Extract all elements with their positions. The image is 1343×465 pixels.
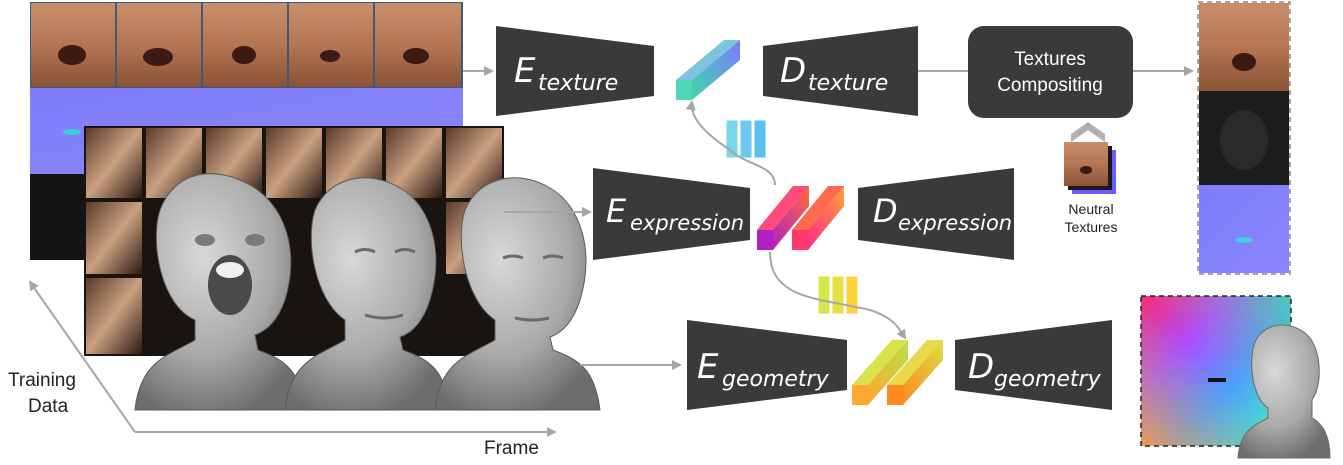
textures-compositing-block: Textures Compositing (968, 26, 1133, 118)
geometry-decoder-subscript: geometry (994, 367, 1102, 392)
neutral-textures-thumbnail (1064, 142, 1116, 194)
output-textures (1197, 1, 1291, 275)
neutral-to-compositing-chevron (1071, 122, 1105, 142)
expression-encoder-subscript: expression (630, 211, 744, 235)
texture-decoder-subscript: texture (808, 71, 888, 96)
geometry-decoder-letter: D (968, 347, 994, 387)
neutral-label-line1: Neutral (1068, 201, 1113, 217)
geometry-encoder-subscript: geometry (722, 367, 830, 392)
neutral-label-line2: Textures (1065, 219, 1118, 235)
training-data-label-line1: Training (8, 370, 76, 391)
expression-latent-code (757, 186, 844, 250)
geometry-encoder-letter: E (697, 347, 719, 387)
compositing-line2: Compositing (997, 75, 1103, 96)
arrow-expression-to-texture (685, 100, 776, 186)
bust-mesh-1 (134, 173, 306, 411)
training-data-label-line2: Data (28, 396, 69, 417)
texture-decoder: D texture (763, 26, 918, 116)
expression-encoder: E expression (593, 168, 750, 260)
texture-latent-code (676, 40, 740, 100)
bust-mesh-2 (284, 177, 451, 411)
expression-to-geometry-vectors (817, 275, 859, 315)
bust-mesh-3 (434, 177, 601, 411)
texture-encoder: E texture (496, 26, 654, 116)
frame-axis-label: Frame (484, 438, 539, 459)
geometry-latent-code (852, 340, 943, 405)
training-data-axis (28, 280, 136, 433)
expression-decoder: D expression (858, 168, 1014, 260)
geometry-encoder: E geometry (687, 320, 847, 410)
arrow-expression-to-geometry (769, 251, 907, 340)
output-geometry (1140, 295, 1331, 459)
texture-encoder-subscript: texture (538, 71, 618, 96)
texture-faces (31, 3, 461, 87)
expression-encoder-letter: E (606, 192, 627, 230)
training-data-stack (30, 2, 601, 411)
texture-encoder-letter: E (514, 51, 536, 91)
texture-decoder-letter: D (780, 51, 806, 91)
expression-decoder-letter: D (873, 192, 898, 230)
expression-decoder-subscript: expression (898, 211, 1012, 235)
compositing-line1: Textures (1014, 49, 1086, 70)
geometry-decoder: D geometry (955, 320, 1112, 410)
